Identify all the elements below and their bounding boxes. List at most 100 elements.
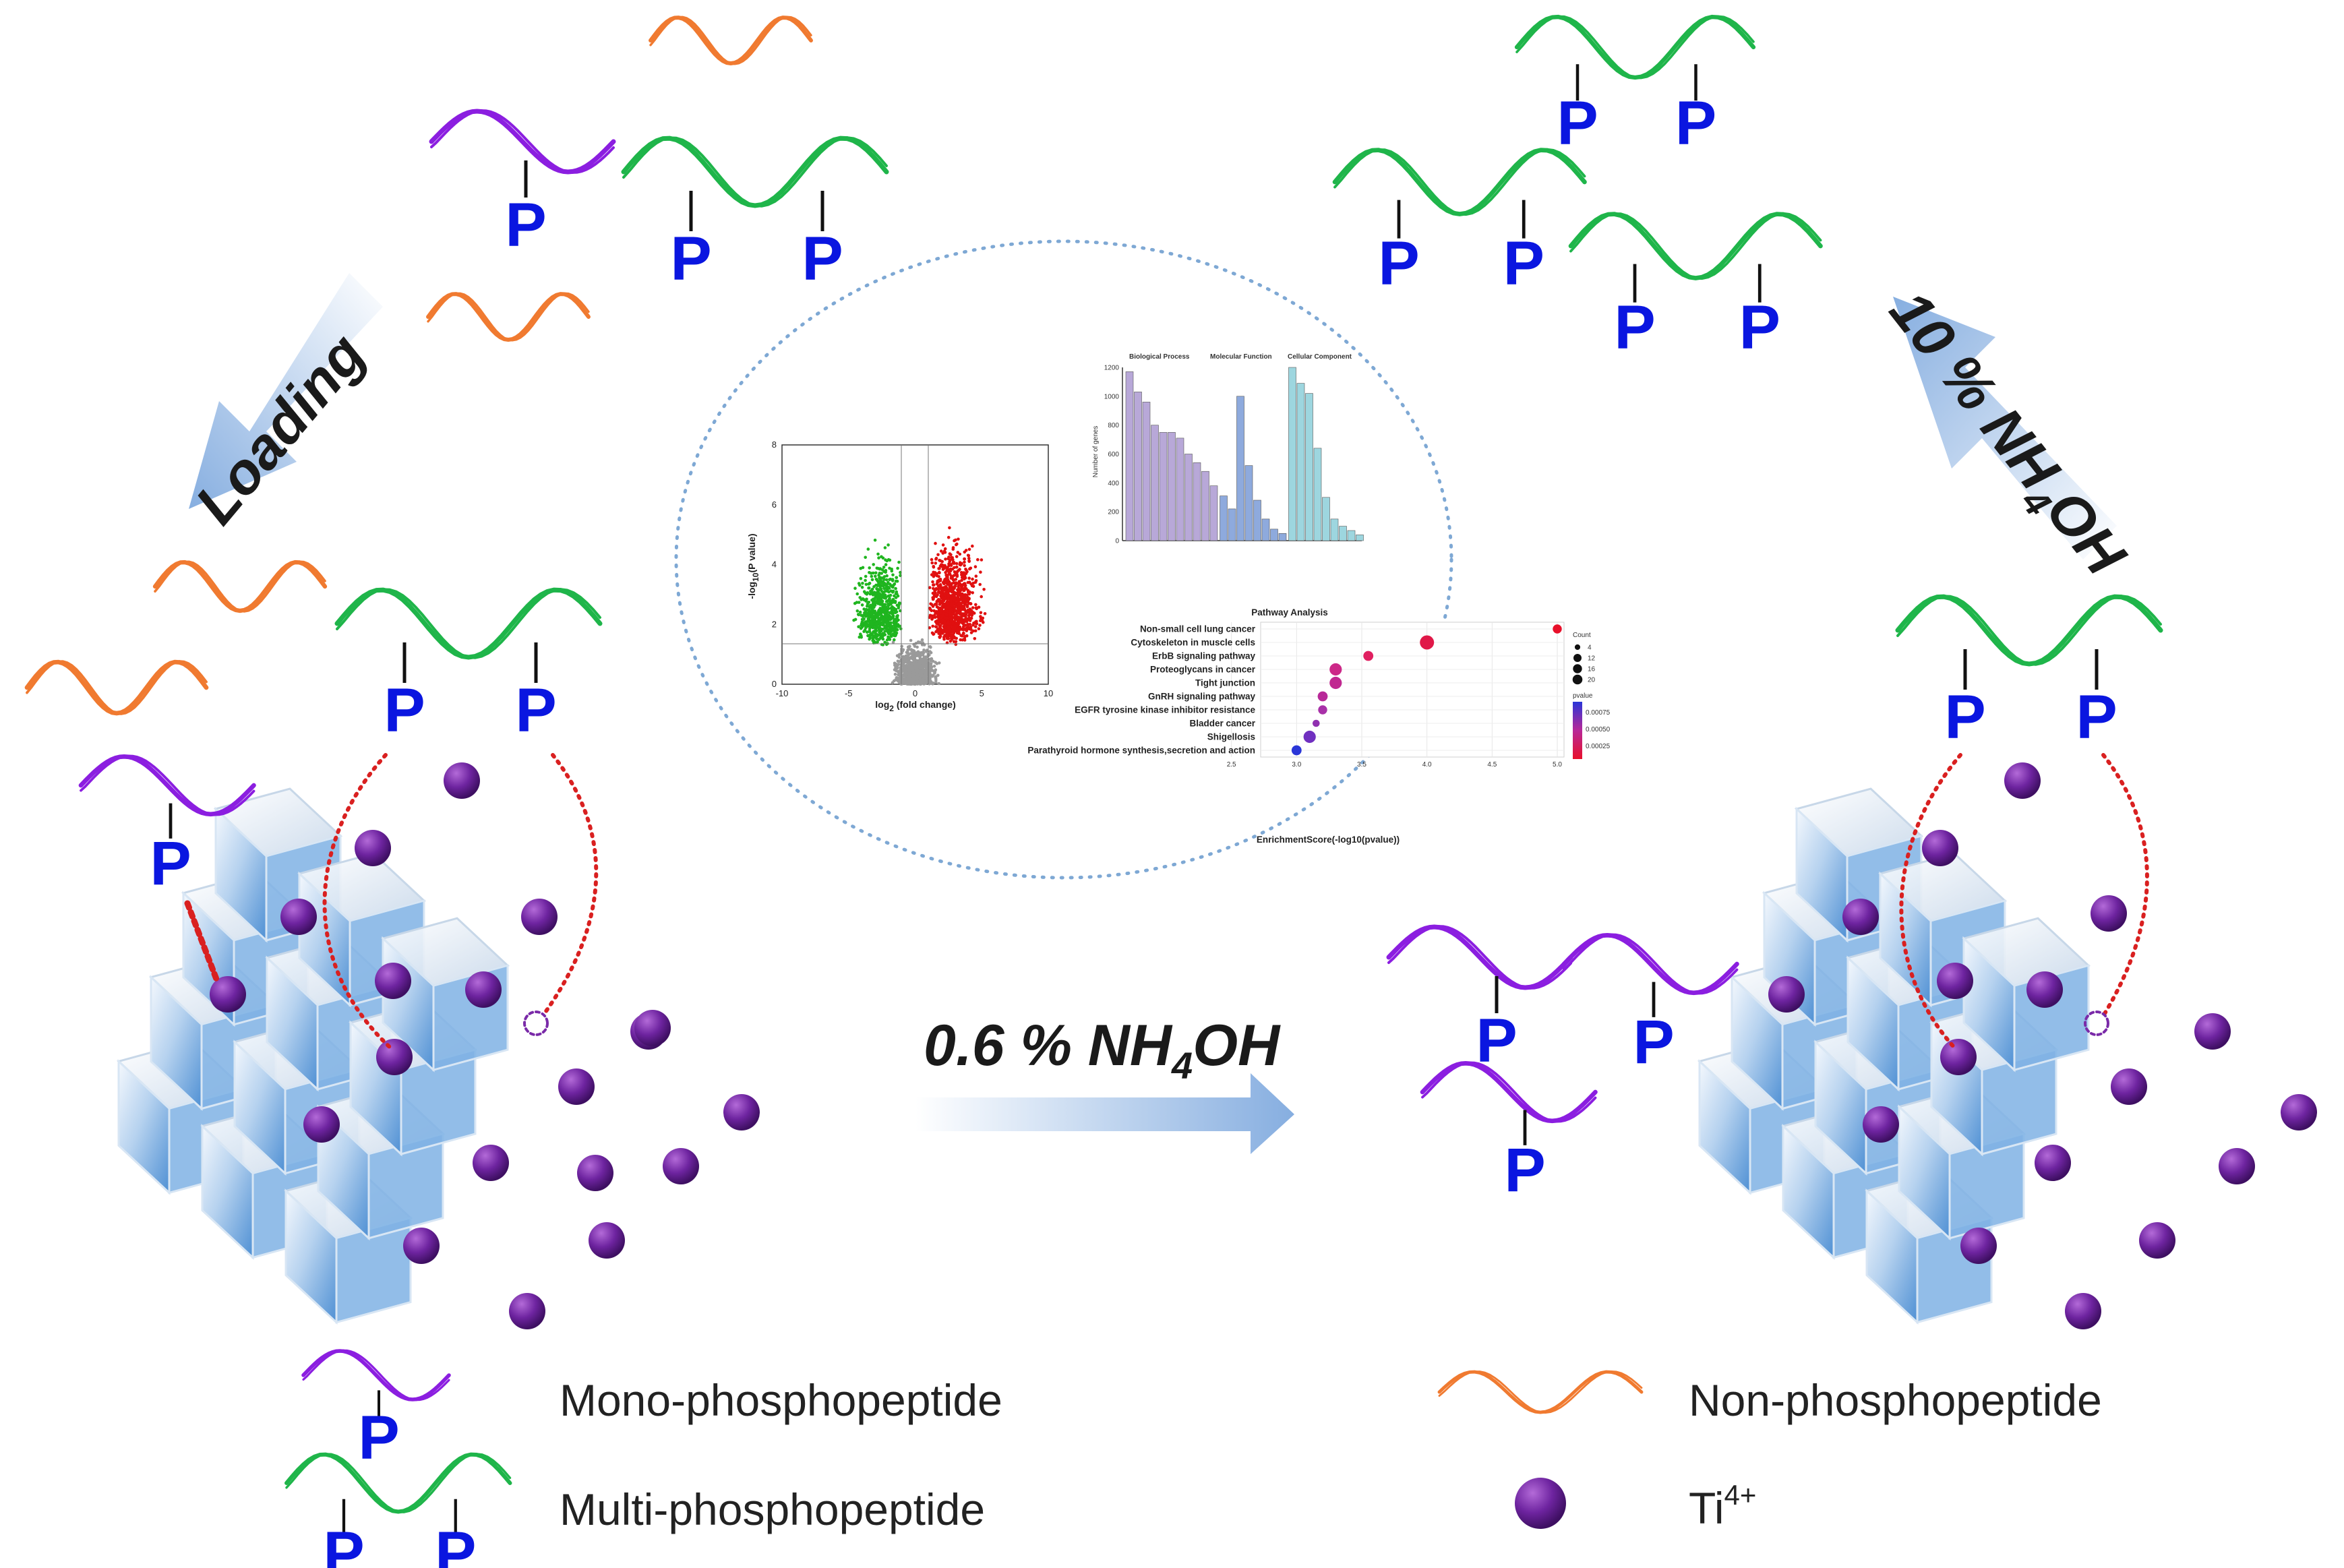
- phosphate-letter: P: [1944, 683, 1985, 752]
- volcano-point-down: [867, 630, 871, 634]
- volcano-point-up: [946, 535, 951, 539]
- volcano-point-down: [873, 609, 877, 613]
- volcano-point-up: [937, 570, 941, 574]
- volcano-point-ns: [914, 661, 918, 665]
- volcano-point-down: [885, 621, 889, 624]
- volcano-point-down: [884, 597, 887, 600]
- volcano-point-up: [937, 575, 940, 578]
- volcano-point-up: [949, 584, 953, 588]
- go-header-label: Molecular Function: [1210, 353, 1272, 361]
- volcano-point-down: [897, 618, 900, 622]
- volcano-point-up: [952, 578, 956, 582]
- volcano-point-up: [955, 614, 958, 617]
- elute-high-label: 10 % NH4OH: [1871, 279, 2139, 593]
- volcano-point-ns: [918, 666, 922, 670]
- pathway-title: Pathway Analysis: [1251, 607, 1328, 617]
- volcano-point-down: [865, 622, 869, 626]
- volcano-point-up: [957, 582, 961, 586]
- volcano-xtick: -5: [845, 688, 853, 698]
- volcano-point-down: [882, 618, 885, 622]
- go-bar: [1270, 529, 1278, 541]
- volcano-point-down: [865, 593, 869, 596]
- volcano-point-down: [888, 611, 892, 615]
- volcano-point-down: [872, 631, 876, 634]
- non-phosphopeptide: [152, 560, 328, 613]
- volcano-point-up: [969, 617, 972, 621]
- volcano-point-up: [955, 562, 959, 566]
- volcano-point-down: [868, 571, 871, 574]
- go-bar: [1168, 432, 1176, 541]
- pathway-dot: [1317, 691, 1328, 702]
- ti-sphere: [589, 1222, 625, 1259]
- phosphate-letter: P: [515, 676, 556, 745]
- ti-sphere: [1940, 1039, 1977, 1075]
- volcano-point-up: [964, 610, 968, 613]
- volcano-point-down: [893, 638, 896, 642]
- volcano-point-up: [944, 571, 947, 574]
- volcano-point-up: [946, 592, 950, 595]
- volcano-point-down: [888, 582, 892, 586]
- pathway-count-label: 16: [1588, 666, 1596, 673]
- volcano-point-down: [858, 635, 862, 639]
- volcano-point-up: [971, 581, 975, 585]
- volcano-point-up: [951, 547, 955, 551]
- volcano-point-up: [959, 638, 962, 642]
- peptide-strand: [80, 754, 256, 816]
- pathway-count-label: 12: [1588, 655, 1596, 663]
- mono-phosphopeptide: P: [1561, 932, 1739, 1077]
- volcano-point-ns: [918, 662, 921, 665]
- volcano-point-up: [937, 607, 940, 610]
- ti-sphere: [444, 762, 480, 799]
- volcano-point-ns: [903, 676, 907, 680]
- pathway-term-label: Shigellosis: [1207, 732, 1255, 742]
- volcano-point-up: [973, 625, 978, 628]
- volcano-ytick: 4: [772, 560, 777, 570]
- volcano-point-up: [930, 631, 934, 635]
- volcano-point-ns: [934, 676, 938, 680]
- volcano-point-up: [958, 552, 962, 556]
- volcano-point-ns: [916, 674, 920, 677]
- volcano-point-ns: [919, 657, 922, 661]
- ti-sphere: [375, 963, 411, 999]
- volcano-point-up: [955, 543, 958, 547]
- volcano-point-down: [870, 587, 874, 591]
- volcano-point-up: [973, 637, 977, 640]
- volcano-point-up: [937, 619, 941, 623]
- volcano-point-down: [866, 612, 870, 616]
- go-bar: [1278, 533, 1287, 541]
- volcano-point-down: [873, 636, 877, 639]
- volcano-point-up: [946, 597, 951, 601]
- peptide-strand: [1333, 148, 1586, 216]
- volcano-point-down: [883, 640, 886, 644]
- volcano-point-ns: [905, 673, 909, 677]
- volcano-point-ns: [924, 671, 928, 675]
- volcano-point-up: [957, 630, 961, 634]
- volcano-point-up: [933, 615, 937, 619]
- go-bar: [1347, 530, 1356, 541]
- volcano-point-up: [963, 582, 966, 585]
- volcano-point-up: [947, 634, 951, 638]
- volcano-point-down: [894, 586, 897, 591]
- volcano-point-ns: [906, 651, 909, 655]
- volcano-point-down: [877, 588, 880, 591]
- volcano-point-down: [872, 605, 876, 609]
- go-bar: [1288, 367, 1296, 541]
- go-bar: [1176, 438, 1184, 541]
- volcano-point-up: [931, 596, 934, 599]
- volcano-point-down: [895, 579, 899, 583]
- volcano-point-ns: [907, 682, 911, 685]
- volcano-point-ns: [932, 673, 935, 677]
- volcano-point-ns: [908, 675, 912, 679]
- volcano-point-down: [891, 612, 894, 616]
- volcano-point-down: [868, 636, 872, 640]
- volcano-point-up: [934, 609, 938, 613]
- phosphate-letter: P: [670, 224, 711, 293]
- volcano-point-down: [891, 573, 895, 577]
- pathway-dot: [1291, 745, 1302, 756]
- volcano-point-up: [935, 599, 938, 603]
- volcano-point-up: [951, 635, 955, 638]
- volcano-point-down: [853, 586, 857, 590]
- volcano-point-up: [979, 611, 983, 615]
